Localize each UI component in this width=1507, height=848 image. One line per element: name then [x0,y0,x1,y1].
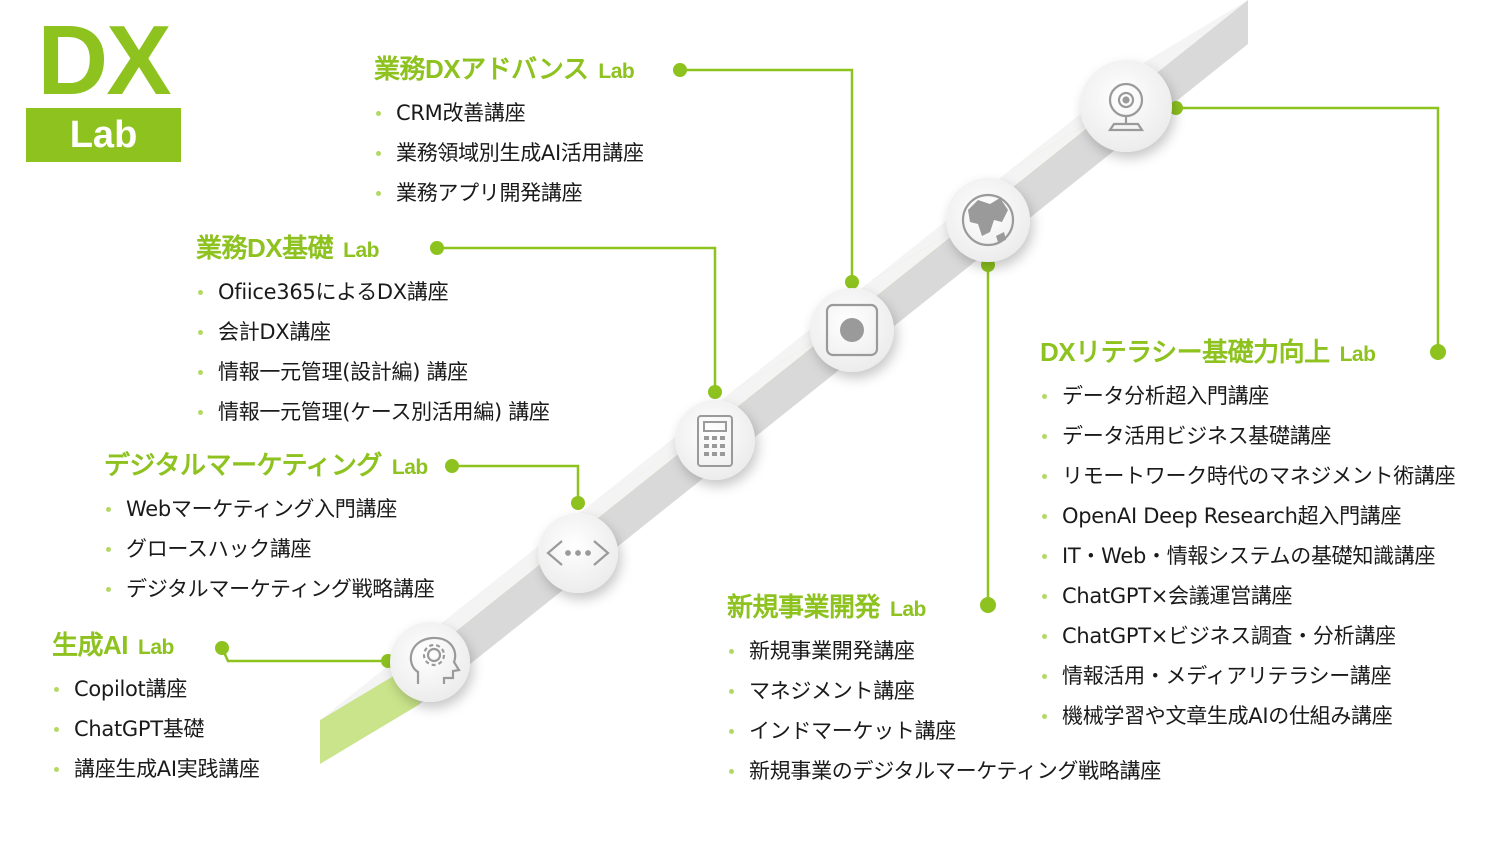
node-literacy [1080,60,1172,152]
course-item: マネジメント講座 [727,671,1161,711]
connector-literacy [1176,106,1440,352]
course-item: 業務アプリ開発講座 [374,173,644,213]
course-item: リモートワーク時代のマネジメント術講座 [1040,456,1456,496]
group-ai: 生成AI Lab Copilot講座 ChatGPT基礎 講座生成AI実践講座 [52,628,260,789]
lab-label: Lab [598,60,635,83]
node-marketing [538,513,618,593]
course-list: Copilot講座 ChatGPT基礎 講座生成AI実践講座 [52,669,260,789]
dot-literacy-title [1430,344,1446,360]
dx-lab-logo: DX Lab [26,5,181,162]
globe-icon [961,193,1015,247]
node-basic [675,400,755,480]
dot-basic-title [430,241,444,255]
course-item: 情報一元管理(設計編) 講座 [196,352,550,392]
lab-label: Lab [138,636,174,659]
group-title-text: デジタルマーケティング [104,450,382,480]
webcam-icon [1107,82,1145,132]
dot-business-title [980,597,996,613]
course-item: 新規事業開発講座 [727,631,1161,671]
group-title: DXリテラシー基礎力向上 Lab [1040,335,1455,372]
node-advance [810,288,894,372]
dot-advance-title [673,63,687,77]
lab-label: Lab [890,598,926,621]
course-item: 会計DX講座 [196,312,550,352]
course-item: 機械学習や文章生成AIの仕組み講座 [1040,696,1455,736]
dot-marketing-title [445,459,459,473]
course-item: データ分析超入門講座 [1040,376,1455,416]
record-button-icon [825,303,879,357]
group-title-text: 生成AI [52,630,129,660]
dot-ai-title [215,641,229,655]
group-marketing: デジタルマーケティング Lab Webマーケティング入門講座 グロースハック講座 … [104,448,435,609]
course-item: デジタルマーケティング戦略講座 [104,569,435,609]
course-list: CRM改善講座 業務領域別生成AI活用講座 業務アプリ開発講座 [374,93,644,213]
connector-basic [437,246,717,392]
course-list: Webマーケティング入門講座 グロースハック講座 デジタルマーケティング戦略講座 [104,489,435,609]
step-riser [320,660,420,764]
connector-marketing [452,464,580,503]
group-business: 新規事業開発 Lab 新規事業開発講座 マネジメント講座 インドマーケット講座 新… [727,590,1161,791]
course-item: Copilot講座 [52,669,260,709]
course-item: Webマーケティング入門講座 [104,489,434,529]
course-item: グロースハック講座 [104,529,434,569]
group-title-text: 新規事業開発 [727,592,881,622]
group-basic: 業務DX基礎 Lab Ofiice365によるDX講座 会計DX講座 情報一元管理… [196,231,550,432]
logo-lab-text: Lab [26,108,181,162]
dot-marketing-node [571,496,585,510]
group-advance: 業務DXアドバンス Lab CRM改善講座 業務領域別生成AI活用講座 業務アプリ… [374,52,644,213]
dot-advance-node [845,275,859,289]
group-title: 業務DXアドバンス Lab [374,52,644,89]
course-item: Ofiice365によるDX講座 [196,272,550,312]
course-item: CRM改善講座 [374,93,644,133]
dot-basic-node [708,385,722,399]
logo-dx-text: DX [37,5,171,115]
course-item: ChatGPT×ビジネス調査・分析講座 [1040,616,1455,656]
course-item: データ活用ビジネス基礎講座 [1040,416,1455,456]
course-item: OpenAI Deep Research超入門講座 [1040,496,1455,536]
course-item: インドマーケット講座 [727,711,1161,751]
lab-label: Lab [391,456,428,479]
course-item: ChatGPT×会議運営講座 [1040,576,1455,616]
course-item: 情報一元管理(ケース別活用編) 講座 [196,392,550,432]
node-business [946,178,1030,262]
course-list: Ofiice365によるDX講座 会計DX講座 情報一元管理(設計編) 講座 情… [196,272,550,432]
group-title: デジタルマーケティング Lab [104,448,434,485]
lab-label: Lab [1339,343,1376,366]
course-list: 新規事業開発講座 マネジメント講座 インドマーケット講座 新規事業のデジタルマー… [727,631,1161,791]
course-item: IT・Web・情報システムの基礎知識講座 [1040,536,1455,576]
calculator-icon [697,415,733,467]
group-title-text: 業務DX基礎 [196,233,334,263]
group-title: 新規事業開発 Lab [727,590,1161,627]
connector-advance [680,68,854,282]
code-brackets-icon [546,540,610,566]
group-title-text: 業務DXアドバンス [374,54,589,84]
gear-head-icon [409,636,461,684]
group-title: 業務DX基礎 Lab [196,231,550,268]
course-item: 講座生成AI実践講座 [52,749,260,789]
course-list: データ分析超入門講座 データ活用ビジネス基礎講座 リモートワーク時代のマネジメン… [1040,376,1456,736]
course-item: 業務領域別生成AI活用講座 [374,133,644,173]
group-title-text: DXリテラシー基礎力向上 [1040,337,1330,367]
course-item: 新規事業のデジタルマーケティング戦略講座 [727,751,1161,791]
dot-literacy-node [1169,101,1183,115]
lab-label: Lab [343,239,379,262]
group-title: 生成AI Lab [52,628,260,665]
course-item: ChatGPT基礎 [52,709,260,749]
node-ai [390,622,470,702]
course-item: 情報活用・メディアリテラシー講座 [1040,656,1455,696]
group-literacy: DXリテラシー基礎力向上 Lab データ分析超入門講座 データ活用ビジネス基礎講座… [1040,335,1456,736]
